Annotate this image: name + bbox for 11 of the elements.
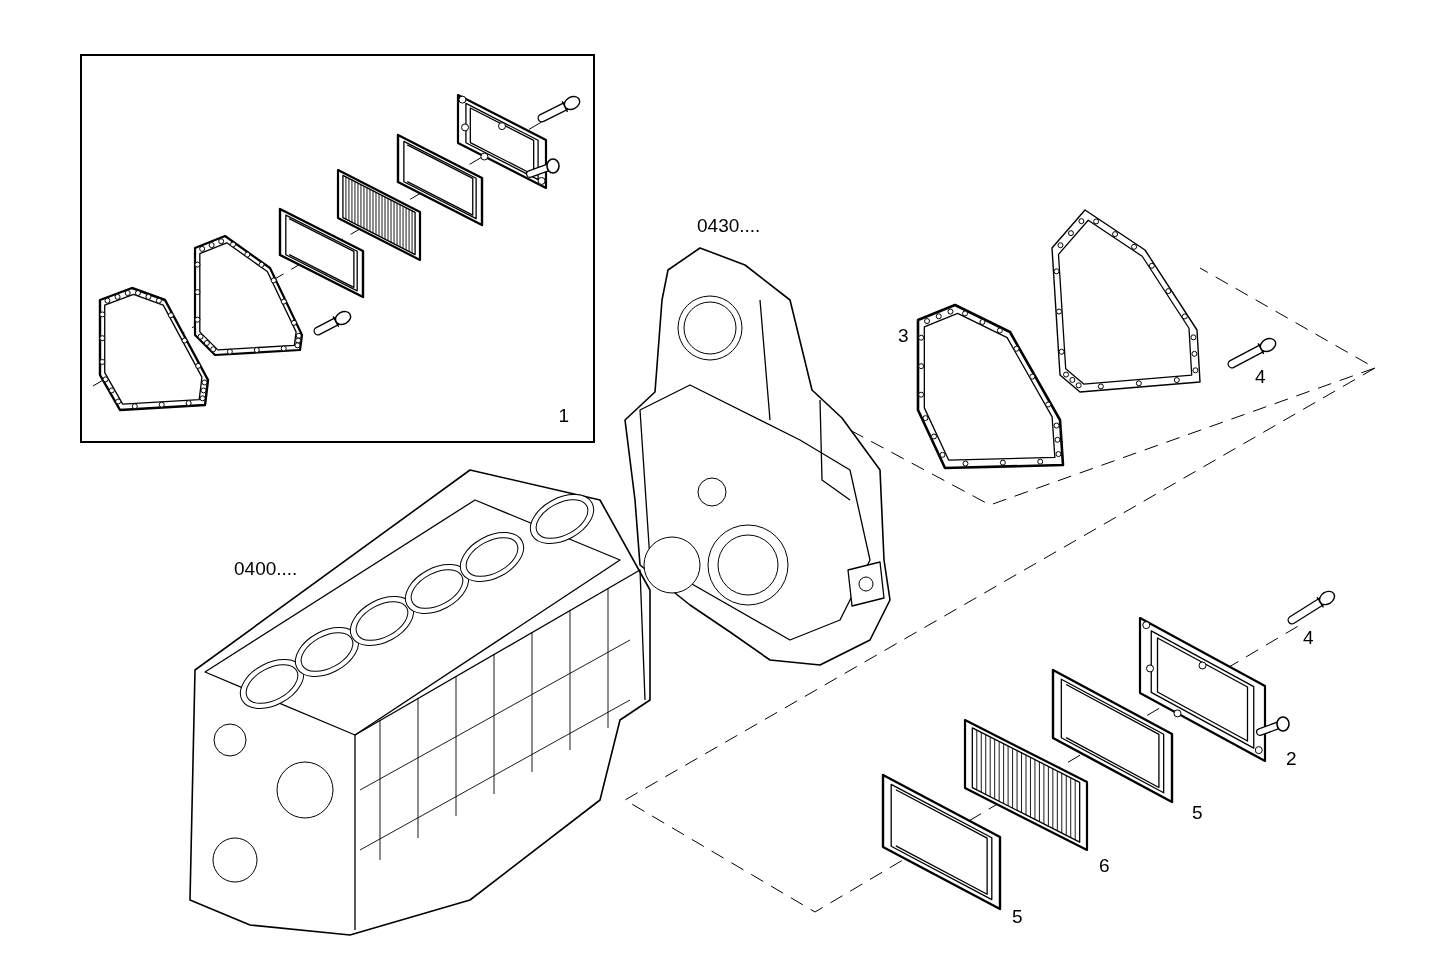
callout-number: 5 (1012, 907, 1023, 926)
reference-number: 0430.... (697, 216, 761, 235)
callout-number: 4 (1303, 628, 1314, 647)
callout-number: 1 (558, 406, 569, 425)
callout-number: 3 (898, 326, 909, 345)
reference-number: 0400.... (234, 559, 298, 578)
callout-number: 6 (1099, 856, 1110, 875)
callout-number: 2 (1286, 749, 1297, 768)
inset-frame (80, 54, 595, 443)
callout-number: 4 (1255, 367, 1266, 386)
callout-number: 5 (1192, 803, 1203, 822)
